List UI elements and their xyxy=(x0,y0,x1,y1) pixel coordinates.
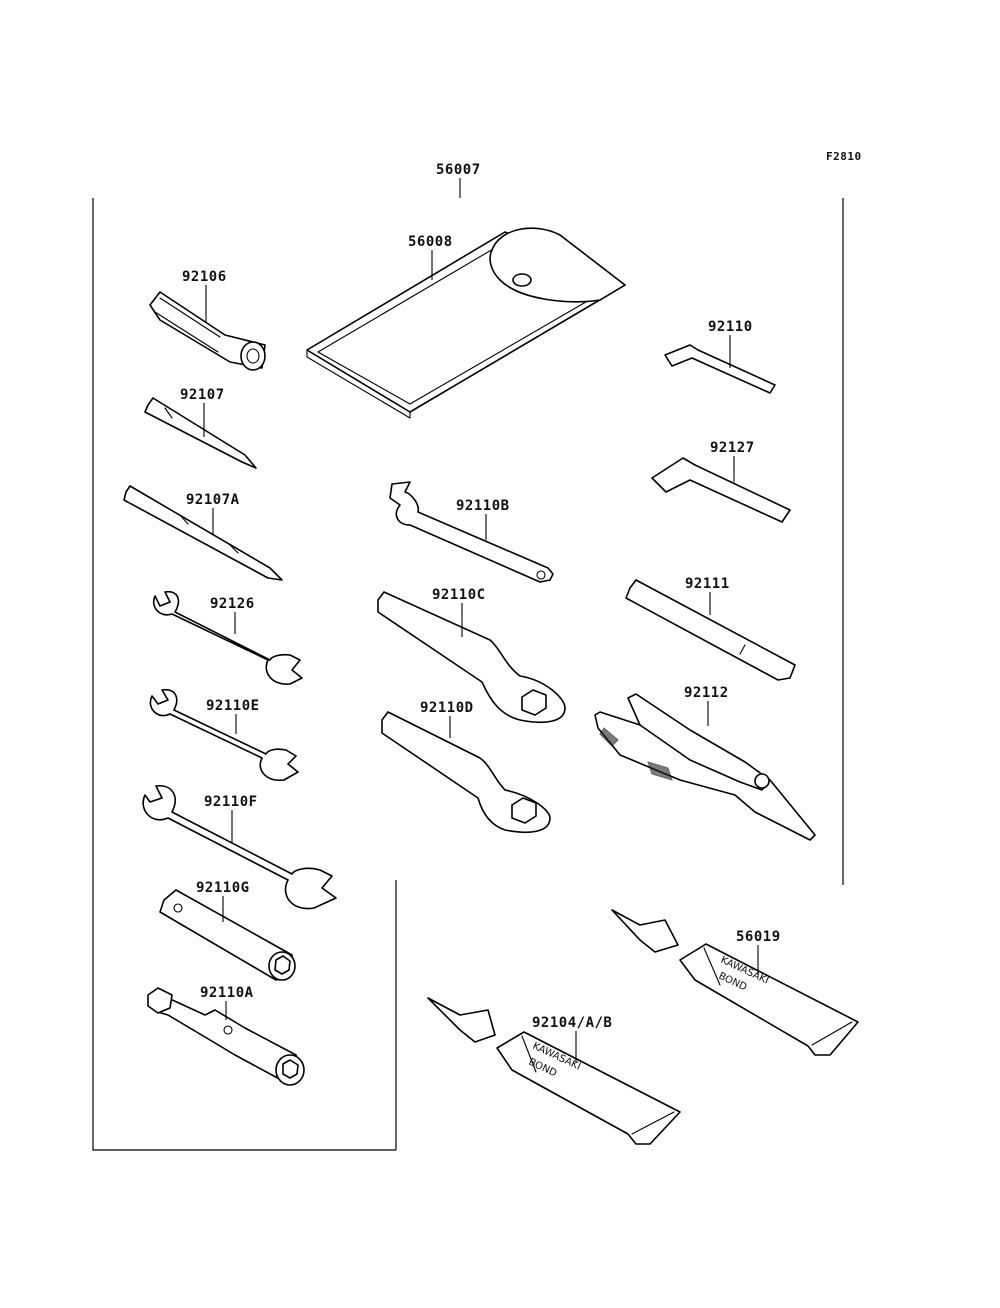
label-92110: 92110 xyxy=(708,319,753,335)
label-56019: 56019 xyxy=(736,929,781,945)
kit-callout: 56007 xyxy=(436,162,481,198)
bond-tube-56019: KAWASAKI BOND 56019 xyxy=(611,909,859,1056)
driver-92107A: 92107A xyxy=(123,485,283,581)
ring-wrench-92110D: 92110D xyxy=(381,700,551,834)
wrench-92110E: 92110E xyxy=(149,688,299,781)
label-92110G: 92110G xyxy=(196,880,250,896)
label-92112: 92112 xyxy=(684,685,729,701)
label-92110E: 92110E xyxy=(206,698,260,714)
pliers-92112: 92112 xyxy=(594,685,816,841)
label-56007: 56007 xyxy=(436,162,481,178)
label-92106: 92106 xyxy=(182,269,227,285)
label-92110A: 92110A xyxy=(200,985,254,1001)
wrench-92126: 92126 xyxy=(153,590,303,685)
label-92110F: 92110F xyxy=(204,794,258,810)
label-92110D: 92110D xyxy=(420,700,474,716)
handle-92111: 92111 xyxy=(625,576,796,681)
label-92126: 92126 xyxy=(210,596,255,612)
label-92107A: 92107A xyxy=(186,492,240,508)
driver-92107: 92107 xyxy=(144,387,257,469)
hexkey-92110: 92110 xyxy=(664,319,776,394)
label-92111: 92111 xyxy=(685,576,730,592)
socket-92110A: 92110A xyxy=(147,985,305,1086)
kit-frame xyxy=(92,198,844,1151)
hexkey-92127: 92127 xyxy=(651,440,791,523)
tool-pouch: 56008 xyxy=(306,227,626,419)
figure-code: F2810 xyxy=(826,150,862,163)
wrench-92110F: 92110F xyxy=(142,785,337,910)
label-92110C: 92110C xyxy=(432,587,486,603)
socket-92106: 92106 xyxy=(149,269,266,371)
hook-wrench-92110B: 92110B xyxy=(389,481,554,583)
label-92104: 92104/A/B xyxy=(532,1015,612,1031)
label-92107: 92107 xyxy=(180,387,225,403)
bond-tube-92104: KAWASAKI BOND 92104/A/B xyxy=(427,997,681,1145)
label-92110B: 92110B xyxy=(456,498,510,514)
label-56008: 56008 xyxy=(408,234,453,250)
ring-wrench-92110C: 92110C xyxy=(377,587,566,724)
label-92127: 92127 xyxy=(710,440,755,456)
socket-92110G: 92110G xyxy=(159,880,296,981)
